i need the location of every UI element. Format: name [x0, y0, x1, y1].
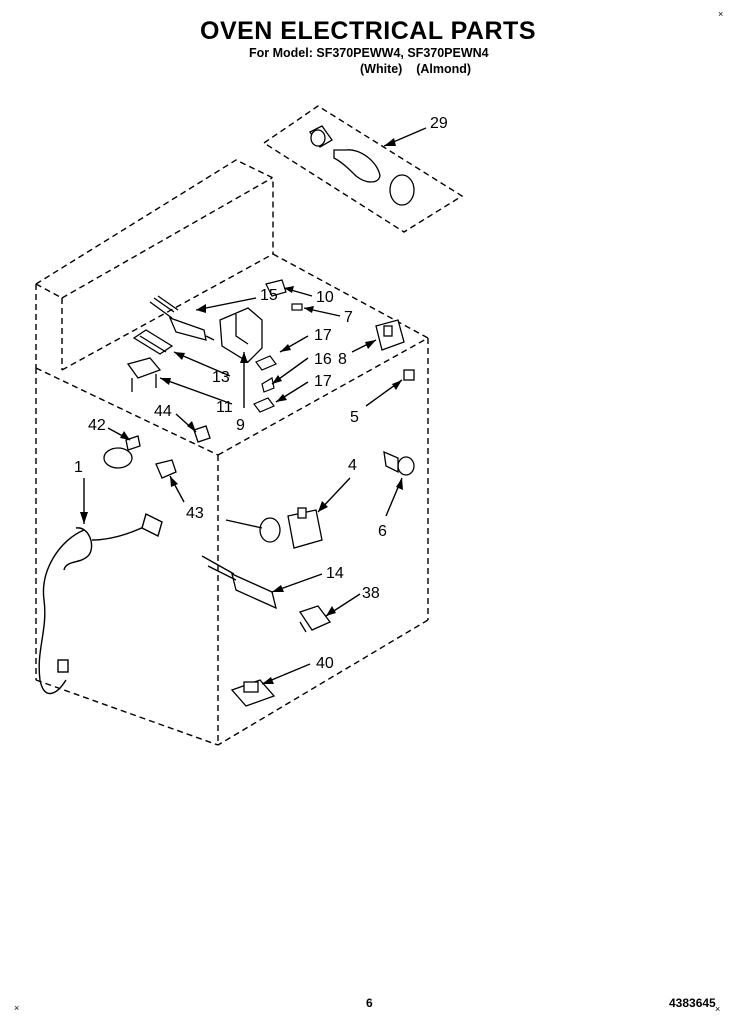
power-cord-1: [38, 512, 163, 695]
switch-13: [132, 329, 174, 355]
registration-mark-bottom-right: ×: [715, 1004, 721, 1014]
terminal-block-14: [201, 555, 277, 610]
callout-6: 6: [378, 523, 387, 540]
page-title: OVEN ELECTRICAL PARTS: [200, 17, 536, 45]
registration-mark-top-right: ×: [718, 9, 724, 19]
callout-17-top: 17: [314, 327, 332, 344]
lamp-socket-6: [383, 450, 415, 476]
callout-1: 1: [74, 459, 83, 476]
callout-4: 4: [348, 457, 357, 474]
callout-13: 13: [212, 369, 230, 386]
callout-40: 40: [316, 655, 334, 672]
callout-16: 16: [314, 351, 332, 368]
callout-29: 29: [430, 115, 448, 132]
callout-44: 44: [154, 403, 172, 420]
callout-42: 42: [88, 417, 106, 434]
callout-14: 14: [326, 565, 344, 582]
callout-7: 7: [344, 309, 353, 326]
part-44: [193, 425, 211, 443]
light-bulb-assembly: [309, 125, 415, 206]
oven-cabinet-outline: [35, 159, 429, 746]
switch-38: [298, 605, 332, 633]
callout-10: 10: [316, 289, 334, 306]
document-number: 4383645: [669, 996, 716, 1010]
thermostat-42: [103, 435, 141, 469]
part-5: [403, 369, 415, 381]
callout-9: 9: [236, 417, 245, 434]
callout-arrowheads: [80, 138, 403, 684]
callout-labels: 29 15 10 7 17 16 17 8 13 11 9 5 44 42 1 …: [74, 115, 448, 672]
model-line: For Model: SF370PEWW4, SF370PEWN4: [249, 46, 489, 60]
callout-5: 5: [350, 409, 359, 426]
switch-8: [375, 319, 405, 351]
small-parts-10-7-17-16: [253, 279, 303, 413]
callout-17-bottom: 17: [314, 373, 332, 390]
callout-15: 15: [260, 287, 278, 304]
clip-43: [155, 459, 177, 479]
terminal-block-15: [149, 295, 215, 341]
callout-43: 43: [186, 505, 204, 522]
callout-8: 8: [338, 351, 347, 368]
callout-38: 38: [362, 585, 380, 602]
terminal-40: [230, 679, 276, 707]
lamp-area-outline: [262, 105, 464, 233]
model-variants: (White) (Almond): [360, 62, 472, 76]
registration-mark-bottom-left: ×: [14, 1003, 20, 1013]
page-number: 6: [366, 996, 373, 1010]
bracket-9: [219, 307, 263, 363]
thermostat-4: [225, 507, 323, 549]
relay-11: [126, 357, 162, 392]
callout-11: 11: [216, 399, 233, 416]
